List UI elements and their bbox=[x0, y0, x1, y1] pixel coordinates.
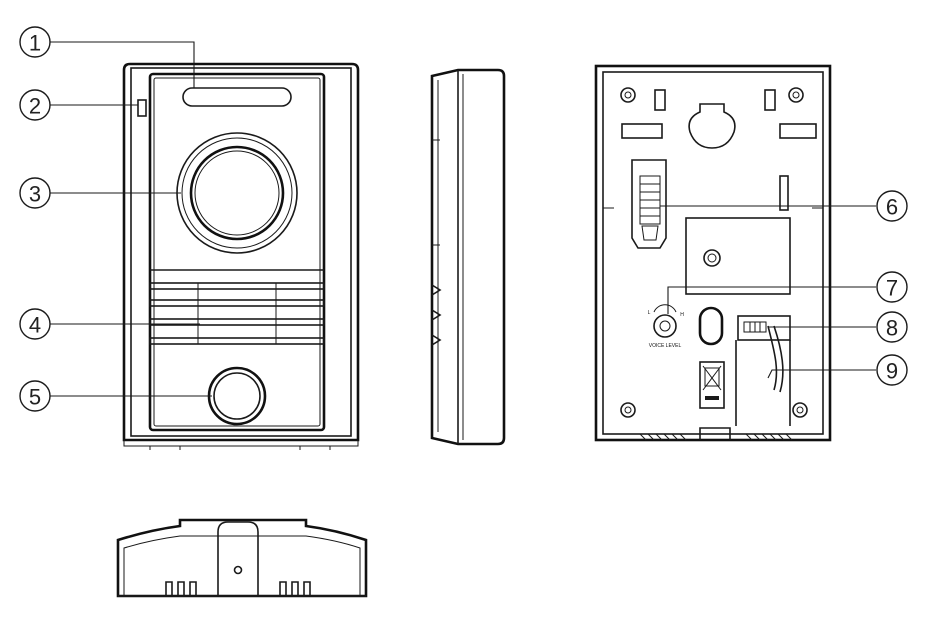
callout-7: 7 bbox=[876, 271, 908, 303]
front-view bbox=[122, 62, 360, 450]
callout-8: 8 bbox=[876, 311, 908, 343]
callout-4: 4 bbox=[19, 308, 51, 340]
screw-hole bbox=[792, 402, 808, 418]
callout-2: 2 bbox=[19, 89, 51, 121]
callout-3: 3 bbox=[19, 177, 51, 209]
camera-lens bbox=[176, 132, 298, 254]
callout-6: 6 bbox=[876, 190, 908, 222]
bottom-view bbox=[116, 518, 368, 598]
side-indicator bbox=[137, 99, 147, 117]
callout-1-label: 1 bbox=[29, 31, 41, 56]
screw-hole bbox=[788, 87, 804, 103]
callout-5-label: 5 bbox=[29, 385, 41, 410]
mounting-bracket bbox=[631, 159, 667, 249]
back-view: L H VOICE LEVEL bbox=[594, 64, 832, 442]
callout-9-label: 9 bbox=[886, 359, 898, 384]
callout-8-label: 8 bbox=[886, 316, 898, 341]
screw-hole bbox=[620, 402, 636, 418]
recycle-symbol bbox=[699, 361, 725, 409]
callout-4-label: 4 bbox=[29, 313, 41, 338]
dial-high-mark: H bbox=[680, 312, 684, 318]
led-slot bbox=[182, 87, 292, 107]
dial-low-mark: L bbox=[648, 310, 651, 316]
wire-connector bbox=[737, 315, 791, 393]
callout-3-label: 3 bbox=[29, 182, 41, 207]
voice-level-dial: L H VOICE LEVEL bbox=[648, 304, 684, 349]
callout-2-label: 2 bbox=[29, 94, 41, 119]
speaker-grille bbox=[149, 269, 325, 345]
callout-5: 5 bbox=[19, 380, 51, 412]
callout-9: 9 bbox=[876, 354, 908, 386]
screw-hole bbox=[620, 87, 636, 103]
callout-1: 1 bbox=[19, 26, 51, 58]
callout-6-label: 6 bbox=[886, 195, 898, 220]
call-button bbox=[207, 366, 267, 426]
side-view bbox=[430, 68, 506, 446]
dial-caption: VOICE LEVEL bbox=[649, 343, 682, 349]
callout-7-label: 7 bbox=[886, 276, 898, 301]
leader-lines bbox=[50, 41, 876, 397]
